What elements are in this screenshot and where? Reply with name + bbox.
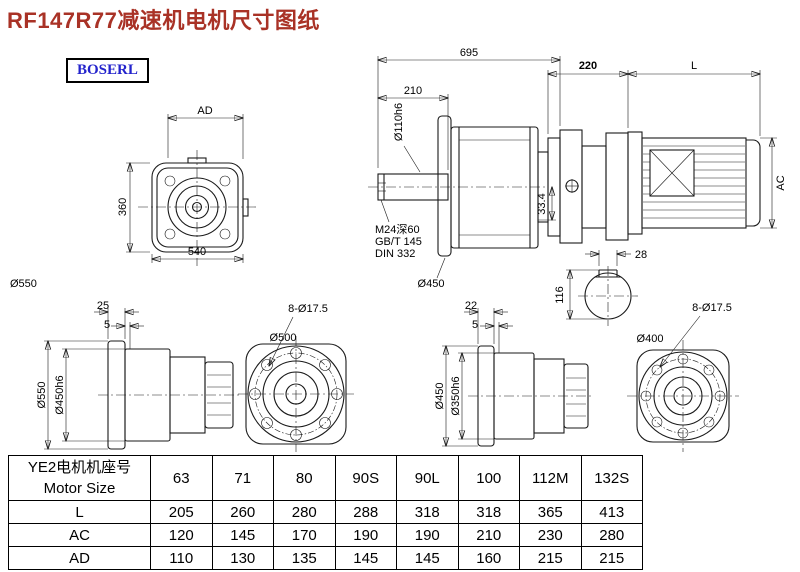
cell-l-90l: 318 [396, 500, 459, 524]
flange2-side-view: 22 5 Ø450 Ø350h6 [434, 300, 594, 447]
v1-dim25-label: 25 [97, 300, 109, 312]
dim-210-label: 210 [404, 85, 422, 97]
v3-outer-label: Ø450 [434, 383, 446, 410]
top-boss [187, 157, 207, 164]
cell-l-63: 205 [150, 500, 213, 524]
motor-size-header-cn: YE2电机机座号 [27, 459, 132, 476]
cell-ac-132s: 280 [580, 523, 643, 547]
shaft-end-view: 28 116 [554, 249, 647, 326]
flange2-front-view: 8-Ø17.5 Ø400 [627, 302, 739, 452]
cell-l-132s: 413 [580, 500, 643, 524]
gear-housing [450, 126, 539, 249]
cell-ad-112m: 215 [519, 546, 582, 570]
brand-logo: BOSERL [66, 58, 149, 83]
adapter-housing [547, 129, 629, 244]
cell-ac-90s: 190 [334, 523, 397, 547]
v1-pilot-label: Ø450h6 [54, 375, 66, 414]
motor-body [641, 137, 747, 229]
dim-116-label: 116 [554, 286, 566, 304]
cell-ac-80: 170 [273, 523, 336, 547]
shaft-dia-label: Ø110h6 [393, 103, 405, 141]
v3-dim22-label: 22 [465, 300, 477, 312]
cell-ac-90l: 190 [396, 523, 459, 547]
flange1-front-view: 8-Ø17.5 Ø500 [238, 303, 354, 452]
v2-bolt-circle-label: Ø500 [270, 332, 297, 344]
motor-size-header-en: Motor Size [43, 480, 116, 497]
front-outer-dia-label: Ø550 [10, 278, 37, 290]
v1-outer-label: Ø550 [36, 382, 48, 409]
col-header-100: 100 [457, 455, 520, 501]
cell-ad-132s: 215 [580, 546, 643, 570]
cell-ad-100: 160 [457, 546, 520, 570]
front-view: AD 360 540 Ø550 [10, 105, 258, 290]
cell-ad-63: 110 [150, 546, 213, 570]
cell-ad-90s: 145 [334, 546, 397, 570]
technical-drawing: AD 360 540 Ø550 [10, 47, 787, 452]
table-row-ad: AD 110 130 135 145 145 160 215 215 [8, 546, 643, 570]
dim-33-4-label: 33.4 [536, 193, 548, 214]
col-header-63: 63 [150, 455, 213, 501]
thread-spec-label: M24深60 [375, 223, 420, 236]
cell-ac-63: 120 [150, 523, 213, 547]
table-row-ac: AC 120 145 170 190 190 210 230 280 [8, 523, 643, 547]
side-view: 695 210 220 L Ø110h6 M24深60 GB/T 145 DIN… [368, 47, 787, 290]
motor [627, 131, 761, 235]
row-label-l: L [8, 500, 151, 524]
v4-holes-label: 8-Ø17.5 [692, 302, 732, 314]
cell-l-90s: 288 [334, 500, 397, 524]
col-header-80: 80 [273, 455, 336, 501]
col-header-112m: 112M [519, 455, 582, 501]
mount-flange [437, 115, 452, 257]
fan-cover [746, 139, 761, 227]
cell-ad-80: 135 [273, 546, 336, 570]
dim-695-label: 695 [460, 47, 478, 59]
v1-dim5-label: 5 [104, 319, 110, 331]
cell-l-80: 280 [273, 500, 336, 524]
cell-ac-112m: 230 [519, 523, 582, 547]
motor-size-header-cell: YE2电机机座号 Motor Size [8, 455, 151, 501]
col-header-71: 71 [211, 455, 274, 501]
cell-ad-90l: 145 [396, 546, 459, 570]
cell-ad-71: 130 [211, 546, 274, 570]
cell-ac-71: 145 [211, 523, 274, 547]
cell-ac-100: 210 [457, 523, 520, 547]
col-header-90s: 90S [334, 455, 397, 501]
col-header-132s: 132S [580, 455, 643, 501]
cell-l-71: 260 [211, 500, 274, 524]
side-tab [242, 198, 249, 217]
dim-360-label: 360 [117, 198, 129, 216]
dim-28-label: 28 [635, 249, 647, 261]
row-label-ad: AD [8, 546, 151, 570]
dim-540-label: 540 [188, 246, 206, 258]
motor-size-table: YE2电机机座号 Motor Size 63 71 80 90S 90L 100… [8, 455, 643, 570]
std-din-label: DIN 332 [375, 248, 415, 260]
row-label-ac: AC [8, 523, 151, 547]
v3-pilot-label: Ø350h6 [450, 376, 462, 415]
v4-bolt-circle-label: Ø400 [637, 333, 664, 345]
page-title: RF147R77减速机电机尺寸图纸 [7, 8, 320, 33]
cell-l-112m: 365 [519, 500, 582, 524]
std-gb-label: GB/T 145 [375, 236, 422, 248]
flange-dia-main-label: Ø450 [418, 278, 445, 290]
dim-l-label: L [691, 60, 697, 72]
col-header-90l: 90L [396, 455, 459, 501]
v2-holes-label: 8-Ø17.5 [288, 303, 328, 315]
table-header-row: YE2电机机座号 Motor Size 63 71 80 90S 90L 100… [8, 455, 643, 501]
motor-flange [627, 131, 643, 235]
dim-ad-label: AD [197, 105, 212, 117]
table-row-l: L 205 260 280 288 318 318 365 413 [8, 500, 643, 524]
dim-220-label: 220 [579, 60, 597, 72]
flange1-side-view: 25 5 Ø550 Ø450h6 [36, 300, 242, 450]
cell-l-100: 318 [457, 500, 520, 524]
dim-ac-label: AC [775, 175, 787, 190]
output-shaft [377, 173, 449, 201]
v3-dim5-label: 5 [472, 319, 478, 331]
